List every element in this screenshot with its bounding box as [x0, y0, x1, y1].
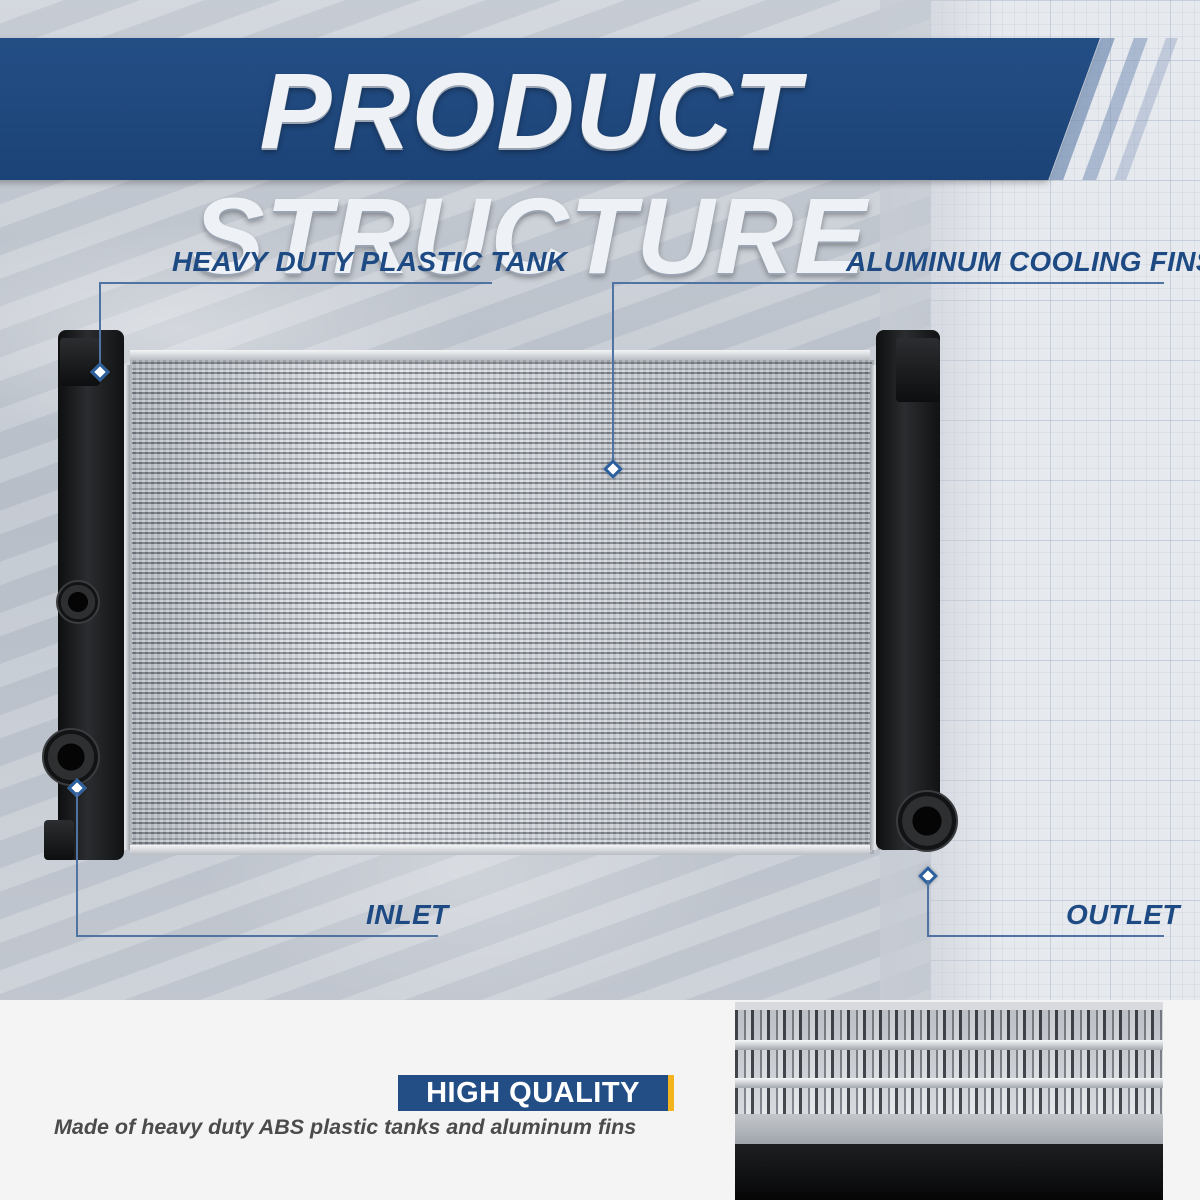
closeup-plastic-tank: [735, 1144, 1163, 1200]
callout-tank-label: HEAVY DUTY PLASTIC TANK: [172, 246, 568, 277]
radiator-side-plate: [870, 365, 880, 850]
callout-fins-label: ALUMINUM COOLING FINS: [846, 246, 1200, 277]
feature-description: Made of heavy duty ABS plastic tanks and…: [54, 1115, 637, 1139]
radiator-image: [40, 320, 958, 880]
callout-outlet-connector: [927, 880, 929, 936]
outlet-port: [896, 790, 958, 852]
callout-outlet-label: OUTLET: [1066, 899, 1180, 930]
radiator-core-shade: [130, 360, 870, 850]
page-title: PRODUCT STRUCTURE: [192, 50, 868, 296]
high-quality-badge: HIGH QUALITY: [398, 1075, 674, 1111]
radiator-top-rail: [130, 350, 870, 360]
radiator-side-plate: [120, 365, 130, 850]
closeup-header-plate: [735, 1114, 1163, 1146]
callout-inlet-line: [76, 935, 438, 937]
left-upper-port: [56, 580, 100, 624]
callout-tank-line: [100, 282, 492, 284]
callout-tank-connector: [99, 282, 101, 370]
closeup-fins: [735, 1010, 1163, 1122]
right-tank-cap: [896, 338, 940, 402]
closeup-tube: [735, 1040, 1163, 1050]
drain-fitting: [44, 820, 74, 860]
callout-inlet-connector: [76, 792, 78, 936]
inlet-port: [42, 728, 100, 786]
radiator-bottom-rail: [130, 845, 870, 855]
right-plastic-tank: [876, 330, 940, 850]
callout-fins-line: [612, 282, 1164, 284]
callout-inlet-label: INLET: [366, 899, 449, 930]
closeup-tube: [735, 1078, 1163, 1088]
callout-outlet-line: [927, 935, 1164, 937]
callout-fins-connector: [612, 282, 614, 464]
left-tank-cap: [60, 338, 100, 386]
fin-closeup-image: [735, 1002, 1163, 1200]
